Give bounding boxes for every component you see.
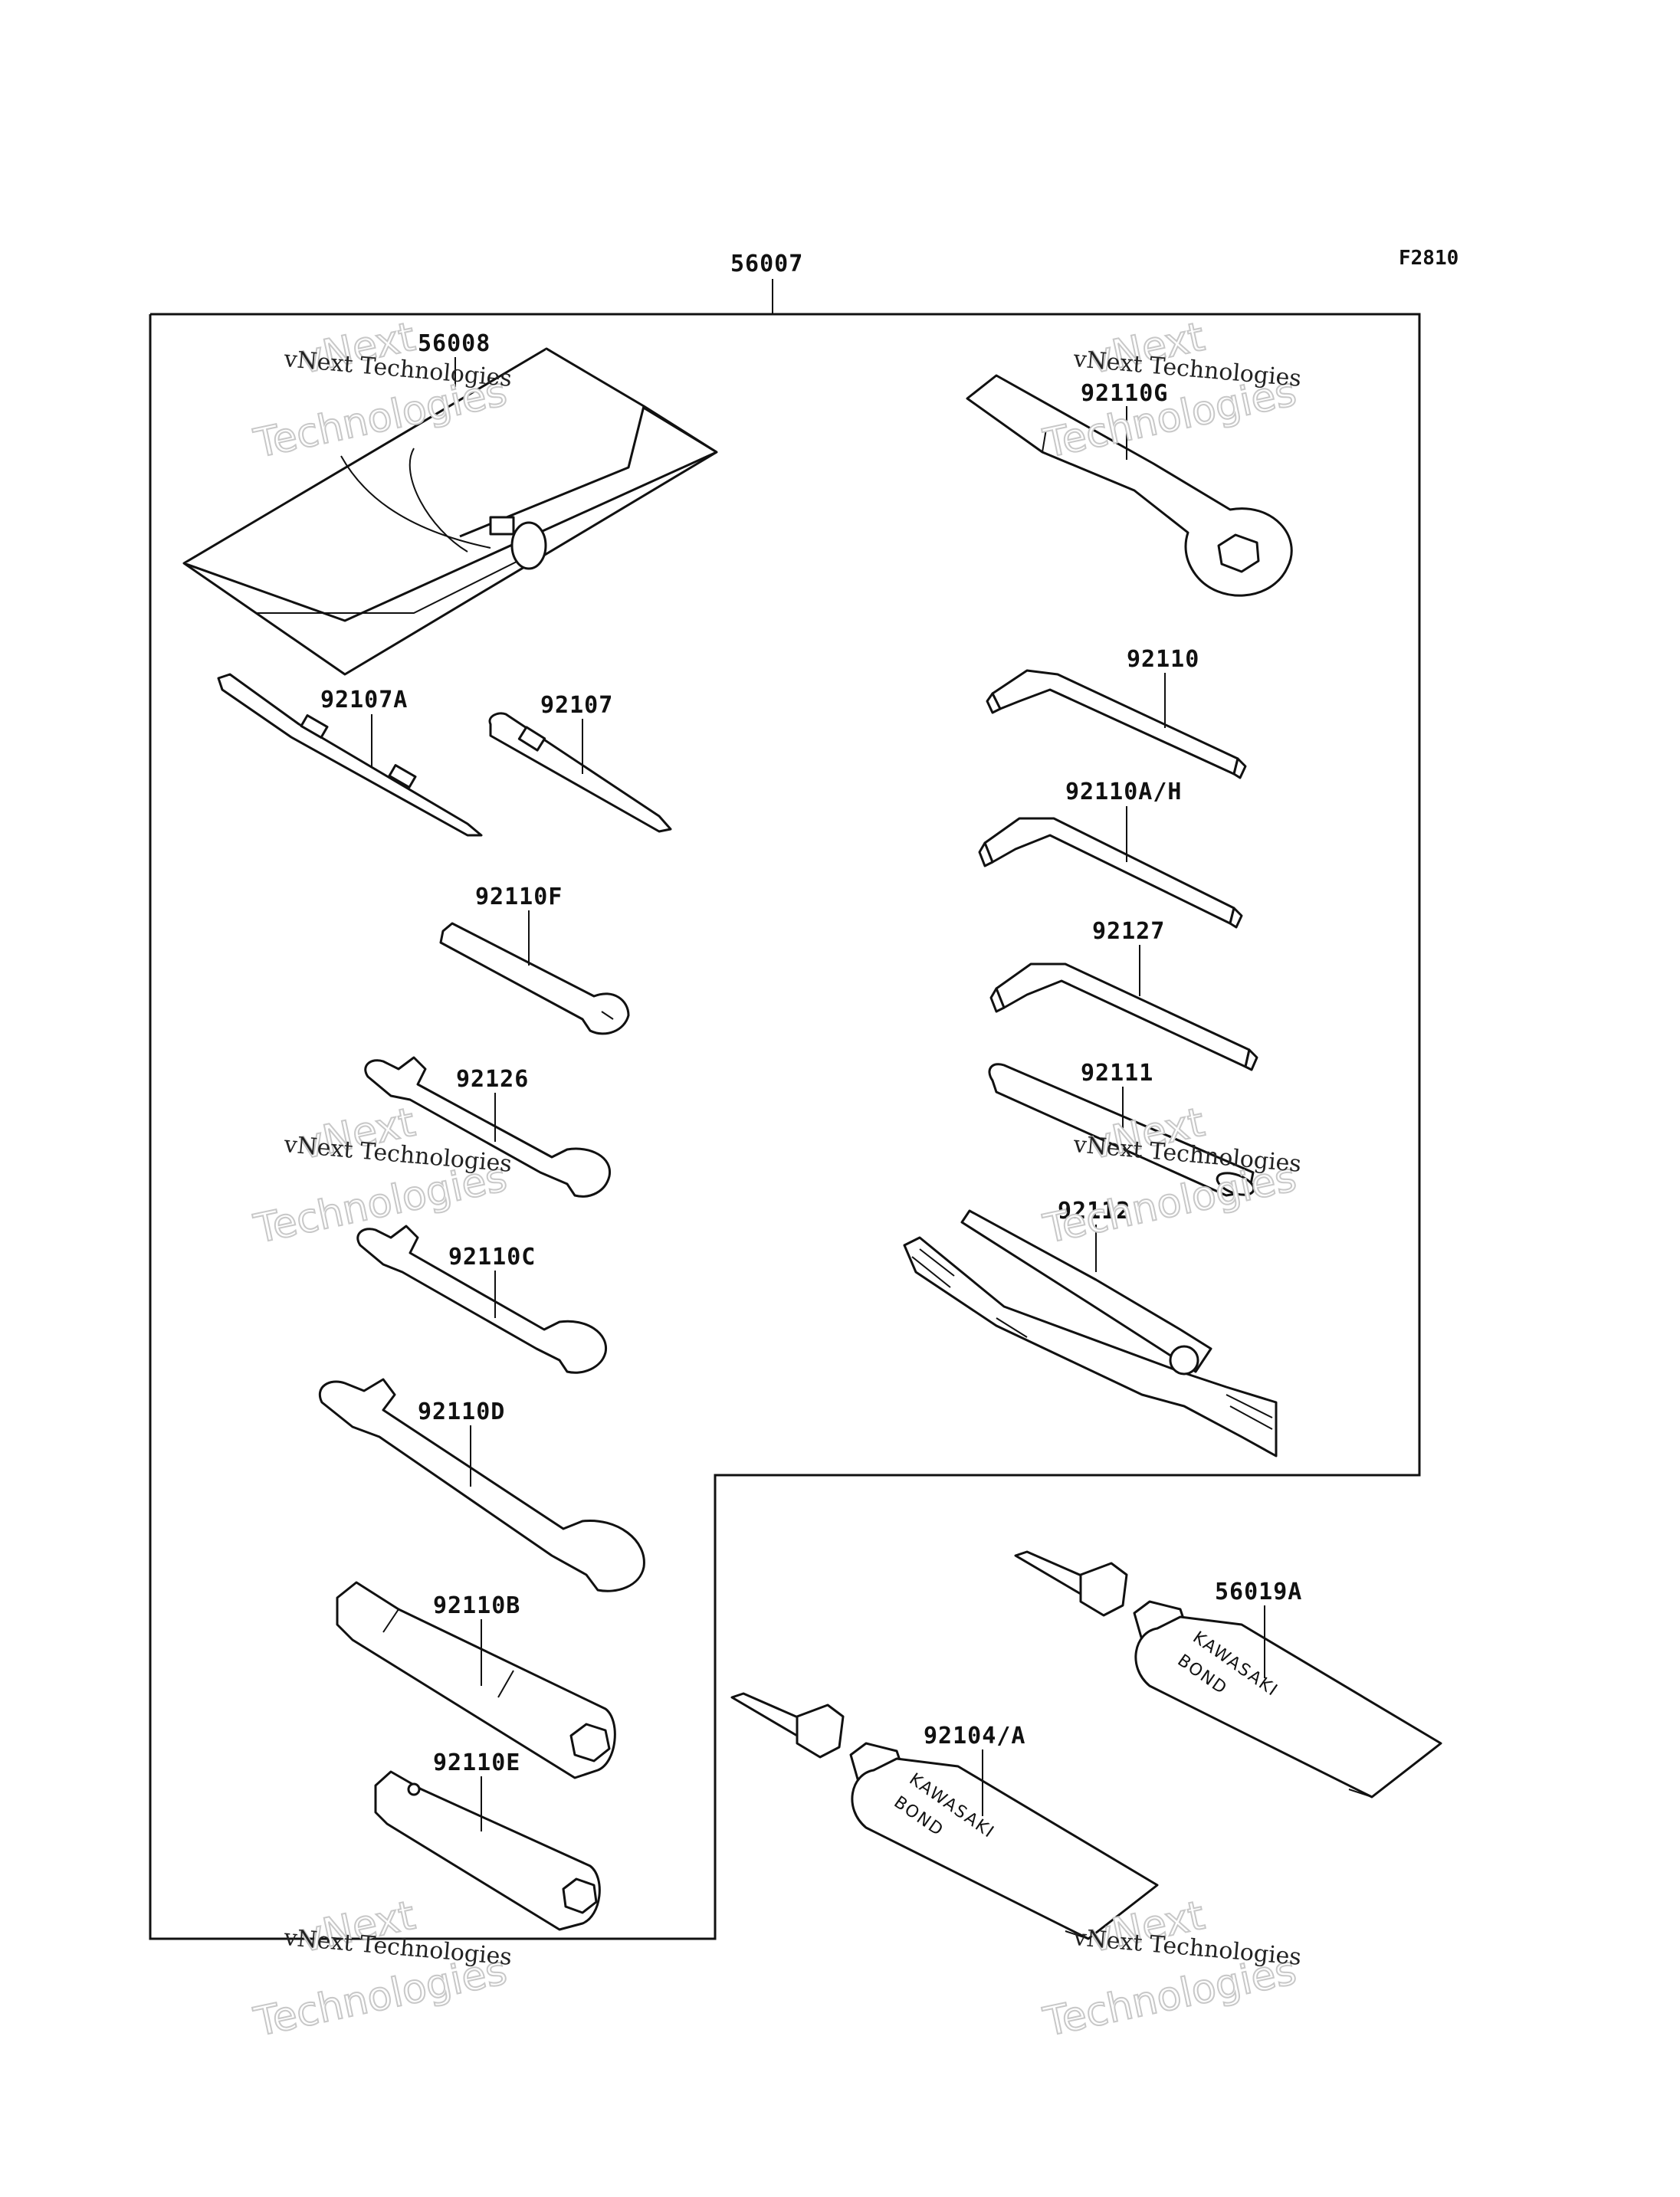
assembly-label: 56007	[730, 251, 803, 277]
label-92111: 92111	[1081, 1060, 1153, 1087]
bond-tube-56019A[interactable]: KAWASAKI BOND	[1014, 1550, 1442, 1799]
label-92126: 92126	[456, 1066, 529, 1093]
hex-key-92110AH[interactable]	[978, 817, 1243, 929]
label-92110B: 92110B	[433, 1592, 520, 1619]
screwdriver-bit-92107[interactable]	[488, 712, 672, 833]
wrench-92126[interactable]	[364, 1056, 611, 1198]
label-92110: 92110	[1127, 646, 1199, 673]
label-92110G: 92110G	[1081, 380, 1168, 407]
label-92110F: 92110F	[475, 884, 563, 910]
box-wrench-92110B[interactable]	[336, 1581, 616, 1779]
label-92110D: 92110D	[418, 1399, 505, 1425]
label-92112: 92112	[1058, 1198, 1130, 1225]
pliers-92112[interactable]	[903, 1209, 1278, 1458]
figure-code: F2810	[1399, 247, 1459, 270]
wrench-92110F[interactable]	[439, 922, 630, 1035]
assembly-boundary	[149, 313, 1421, 1940]
label-92127: 92127	[1092, 918, 1165, 945]
label-92110AH: 92110A/H	[1065, 779, 1183, 805]
box-wrench-92110E[interactable]	[374, 1770, 601, 1931]
label-56008: 56008	[418, 330, 491, 357]
tool-bag-56008[interactable]	[182, 347, 718, 676]
wrench-92110D[interactable]	[318, 1378, 645, 1592]
ring-wrench-92110G[interactable]	[966, 374, 1293, 597]
label-56019A: 56019A	[1215, 1579, 1302, 1605]
hex-key-92110[interactable]	[986, 669, 1247, 779]
label-92107A: 92107A	[320, 687, 408, 713]
label-92110C: 92110C	[448, 1244, 536, 1271]
hex-key-92127[interactable]	[989, 962, 1258, 1071]
extension-bar-92111[interactable]	[988, 1063, 1257, 1199]
wrench-92110C[interactable]	[356, 1225, 607, 1374]
label-92107: 92107	[540, 692, 613, 719]
label-92110E: 92110E	[433, 1749, 520, 1776]
label-92104A: 92104/A	[924, 1723, 1025, 1749]
screwdriver-bit-92107A[interactable]	[217, 673, 483, 837]
